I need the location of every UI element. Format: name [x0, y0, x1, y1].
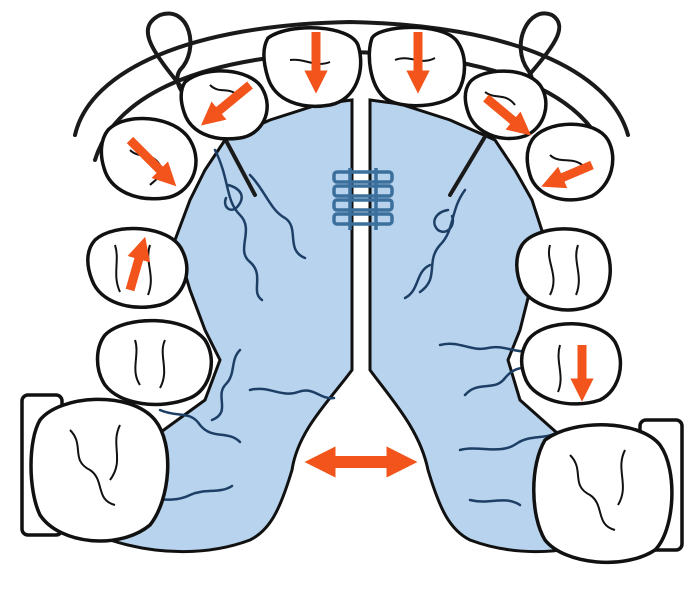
tooth-upper-right-lateral-incisor — [465, 71, 546, 138]
tooth-upper-left-premolar-2 — [98, 321, 212, 405]
tooth-upper-left-molar — [22, 395, 168, 541]
tooth-upper-right-molar — [534, 420, 682, 562]
tooth-upper-right-premolar-1 — [517, 229, 611, 310]
tooth-upper-right-premolar-2 — [522, 324, 621, 404]
tooth-upper-right-canine — [527, 124, 613, 200]
